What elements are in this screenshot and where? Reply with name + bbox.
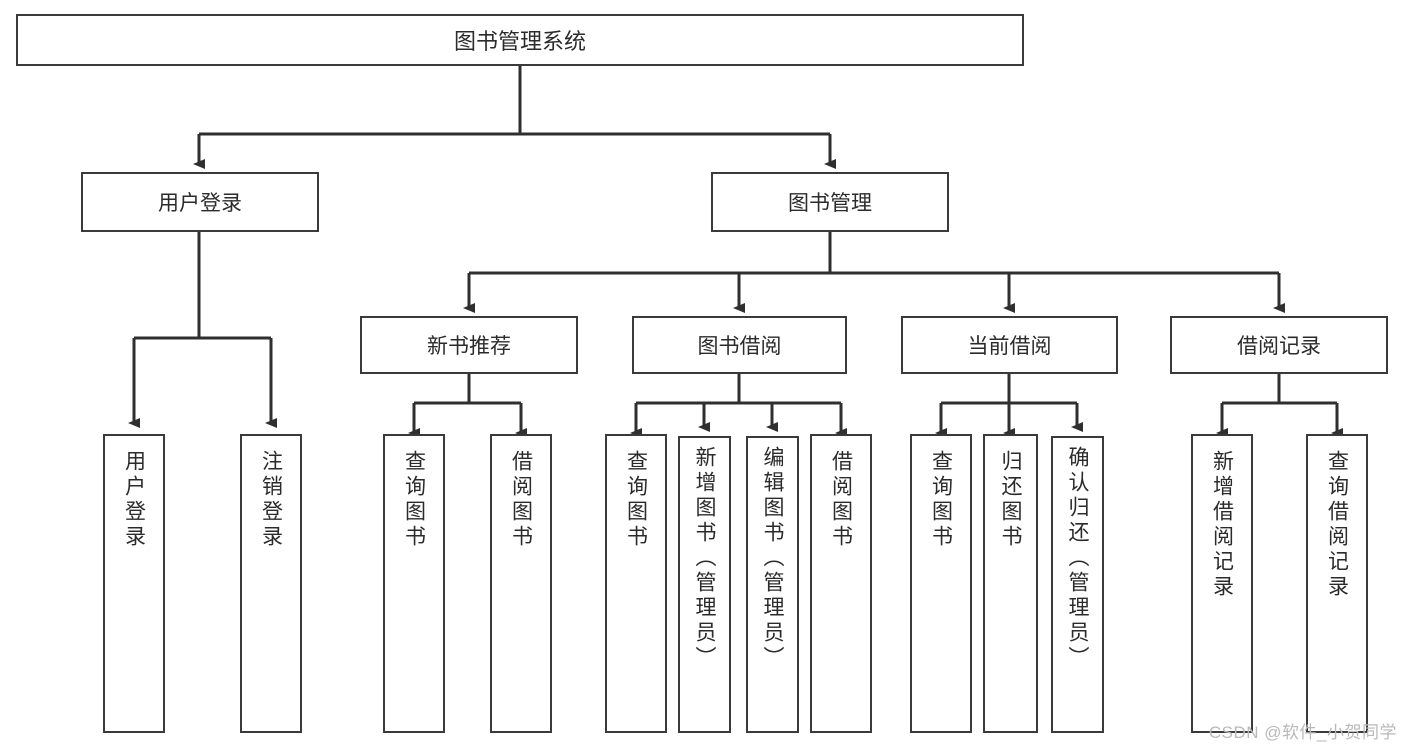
node-borrow-record[interactable]: 借阅记录 <box>1170 316 1388 374</box>
node-label: 确认归还（管理员） <box>1066 446 1089 671</box>
leaf-borrow-book[interactable]: 借阅图书 <box>810 434 872 733</box>
leaf-query-borrow-record[interactable]: 查询借阅记录 <box>1306 434 1368 733</box>
node-root-book-management-system[interactable]: 图书管理系统 <box>16 14 1024 66</box>
node-label: 借阅图书 <box>509 450 533 550</box>
node-label: 图书借阅 <box>697 335 782 358</box>
node-label: 查询借阅记录 <box>1325 450 1349 600</box>
node-label: 用户登录 <box>122 450 146 550</box>
watermark-text: CSDN @软件_小贺同学 <box>1208 723 1397 742</box>
node-label: 用户登录 <box>158 192 242 215</box>
node-label: 当前借阅 <box>967 335 1052 358</box>
node-label: 借阅记录 <box>1237 335 1321 358</box>
leaf-query-book-current[interactable]: 查询图书 <box>910 434 972 733</box>
leaf-confirm-return-admin[interactable]: 确认归还（管理员） <box>1051 436 1104 733</box>
node-label: 编辑图书（管理员） <box>761 446 784 671</box>
node-label: 新增图书（管理员） <box>693 446 716 671</box>
leaf-borrow-book-recommend[interactable]: 借阅图书 <box>490 434 552 733</box>
node-label: 归还图书 <box>999 450 1022 550</box>
node-label: 图书管理 <box>788 192 872 215</box>
node-label: 查询图书 <box>624 450 648 550</box>
node-book-management[interactable]: 图书管理 <box>711 172 949 232</box>
leaf-add-book-admin[interactable]: 新增图书（管理员） <box>678 436 731 733</box>
leaf-query-book-borrow[interactable]: 查询图书 <box>605 434 667 733</box>
node-label: 查询图书 <box>929 450 953 550</box>
leaf-query-book-recommend[interactable]: 查询图书 <box>383 434 445 733</box>
leaf-edit-book-admin[interactable]: 编辑图书（管理员） <box>746 436 799 733</box>
leaf-logout[interactable]: 注销登录 <box>240 434 302 733</box>
node-label: 新增借阅记录 <box>1210 450 1234 600</box>
leaf-add-borrow-record[interactable]: 新增借阅记录 <box>1191 434 1253 733</box>
leaf-return-book[interactable]: 归还图书 <box>983 434 1038 733</box>
node-current-borrow[interactable]: 当前借阅 <box>901 316 1118 374</box>
node-label: 借阅图书 <box>829 450 853 550</box>
node-label: 图书管理系统 <box>453 29 586 54</box>
node-label: 新书推荐 <box>427 335 511 358</box>
node-new-book-recommend[interactable]: 新书推荐 <box>360 316 578 374</box>
node-label: 查询图书 <box>402 450 426 550</box>
node-label: 注销登录 <box>259 450 283 550</box>
node-book-borrow[interactable]: 图书借阅 <box>632 316 847 374</box>
node-user-login[interactable]: 用户登录 <box>81 172 319 232</box>
leaf-user-login[interactable]: 用户登录 <box>103 434 165 733</box>
